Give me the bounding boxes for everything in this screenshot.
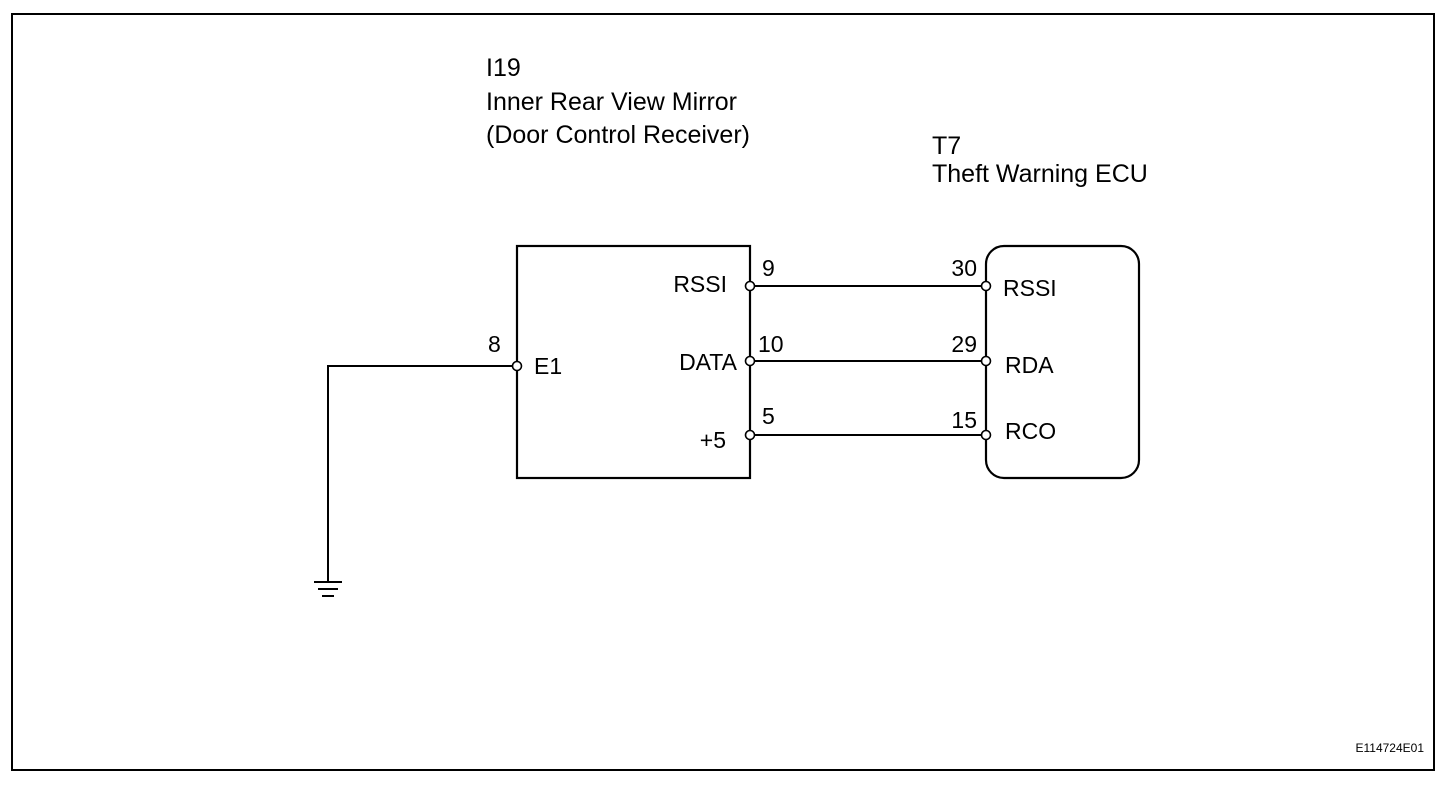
ecu-pin-rssi-number: 30 [951, 255, 977, 281]
receiver-pin-data-label: DATA [679, 349, 738, 375]
ecu-name: Theft Warning ECU [932, 160, 1148, 188]
receiver-pin-e1-label: E1 [534, 353, 562, 379]
receiver-pin-plus5-number: 5 [762, 403, 775, 429]
receiver-pin-e1-number: 8 [488, 331, 501, 357]
receiver-code: I19 [486, 54, 521, 82]
ecu-pin-rda-label: RDA [1005, 352, 1054, 378]
terminal-ecu-rco [980, 429, 992, 441]
receiver-pin-plus5-label: +5 [700, 427, 726, 453]
diagram-frame [11, 13, 1435, 771]
ecu-pin-rco-label: RCO [1005, 418, 1056, 444]
figure-id: E114724E01 [1355, 741, 1424, 755]
receiver-box [515, 244, 752, 480]
ecu-pin-rda-number: 29 [951, 331, 977, 357]
terminal-receiver-e1 [511, 360, 523, 372]
terminal-receiver-rssi [744, 280, 756, 292]
terminal-ecu-rda [980, 355, 992, 367]
receiver-name-line1: Inner Rear View Mirror [486, 88, 737, 116]
wire-ground [327, 365, 517, 582]
terminal-receiver-data [744, 355, 756, 367]
ground-icon [314, 581, 342, 597]
receiver-pin-rssi-number: 9 [762, 255, 775, 281]
terminal-ecu-rssi [980, 280, 992, 292]
receiver-pin-data-number: 10 [758, 331, 784, 357]
terminal-receiver-plus5 [744, 429, 756, 441]
receiver-name-line2: (Door Control Receiver) [486, 121, 750, 149]
ecu-pin-rssi-label: RSSI [1003, 275, 1057, 301]
ecu-pin-rco-number: 15 [951, 407, 977, 433]
receiver-pin-rssi-label: RSSI [673, 271, 727, 297]
ecu-code: T7 [932, 132, 961, 160]
